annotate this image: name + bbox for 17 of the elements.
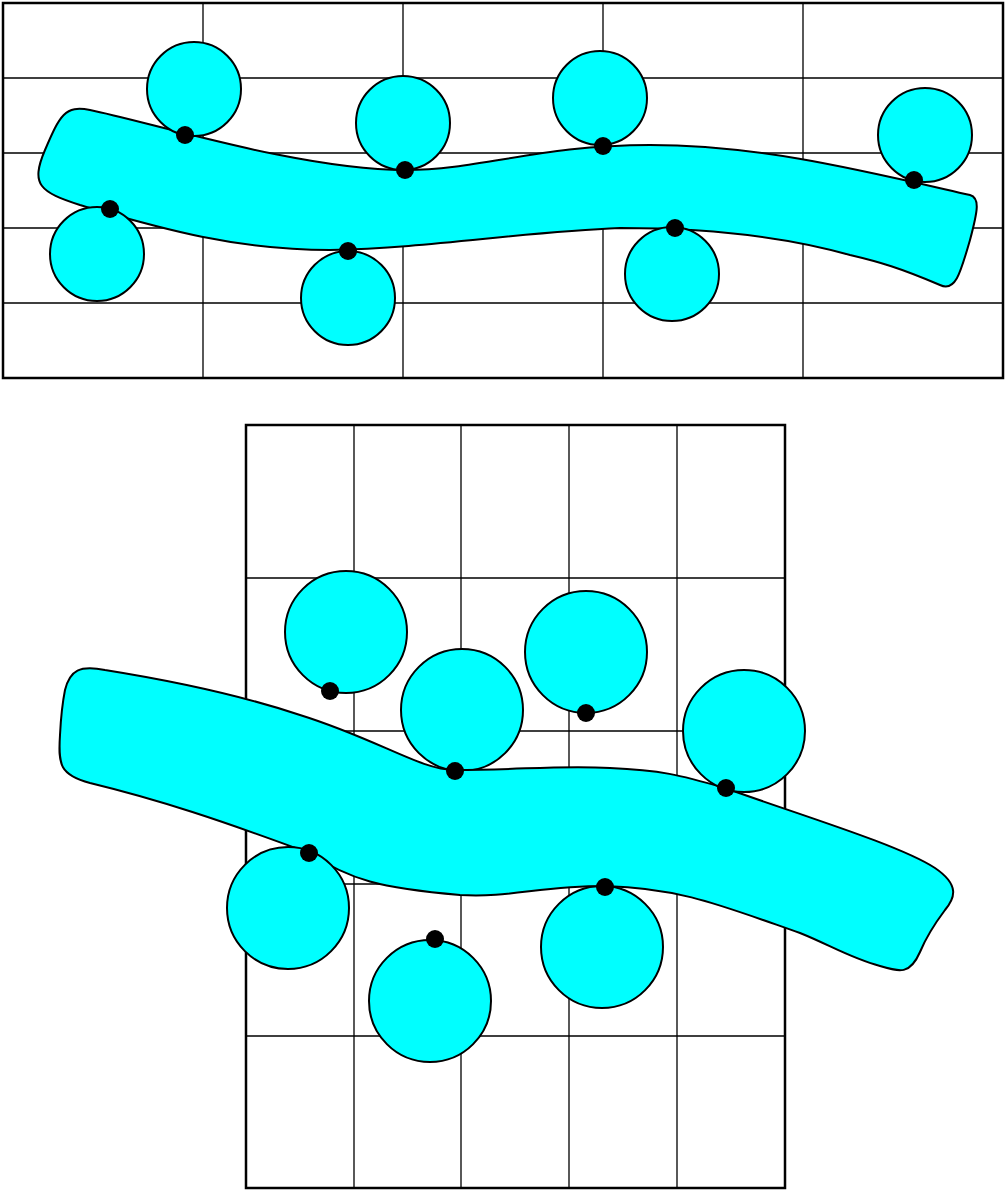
grid-frame — [1, 1, 1005, 380]
circle — [226, 846, 350, 970]
circle — [540, 885, 664, 1009]
circle — [524, 590, 648, 714]
circle — [682, 669, 806, 793]
wavy-band — [37, 107, 978, 288]
circle — [368, 939, 492, 1063]
circle — [300, 250, 396, 346]
circle — [552, 50, 648, 146]
circle — [49, 206, 145, 302]
circle — [624, 226, 720, 322]
wavy-band — [58, 667, 955, 972]
circle — [355, 75, 451, 171]
circle — [877, 87, 973, 183]
circle — [400, 648, 524, 772]
circle — [146, 41, 242, 137]
circle — [284, 570, 408, 694]
